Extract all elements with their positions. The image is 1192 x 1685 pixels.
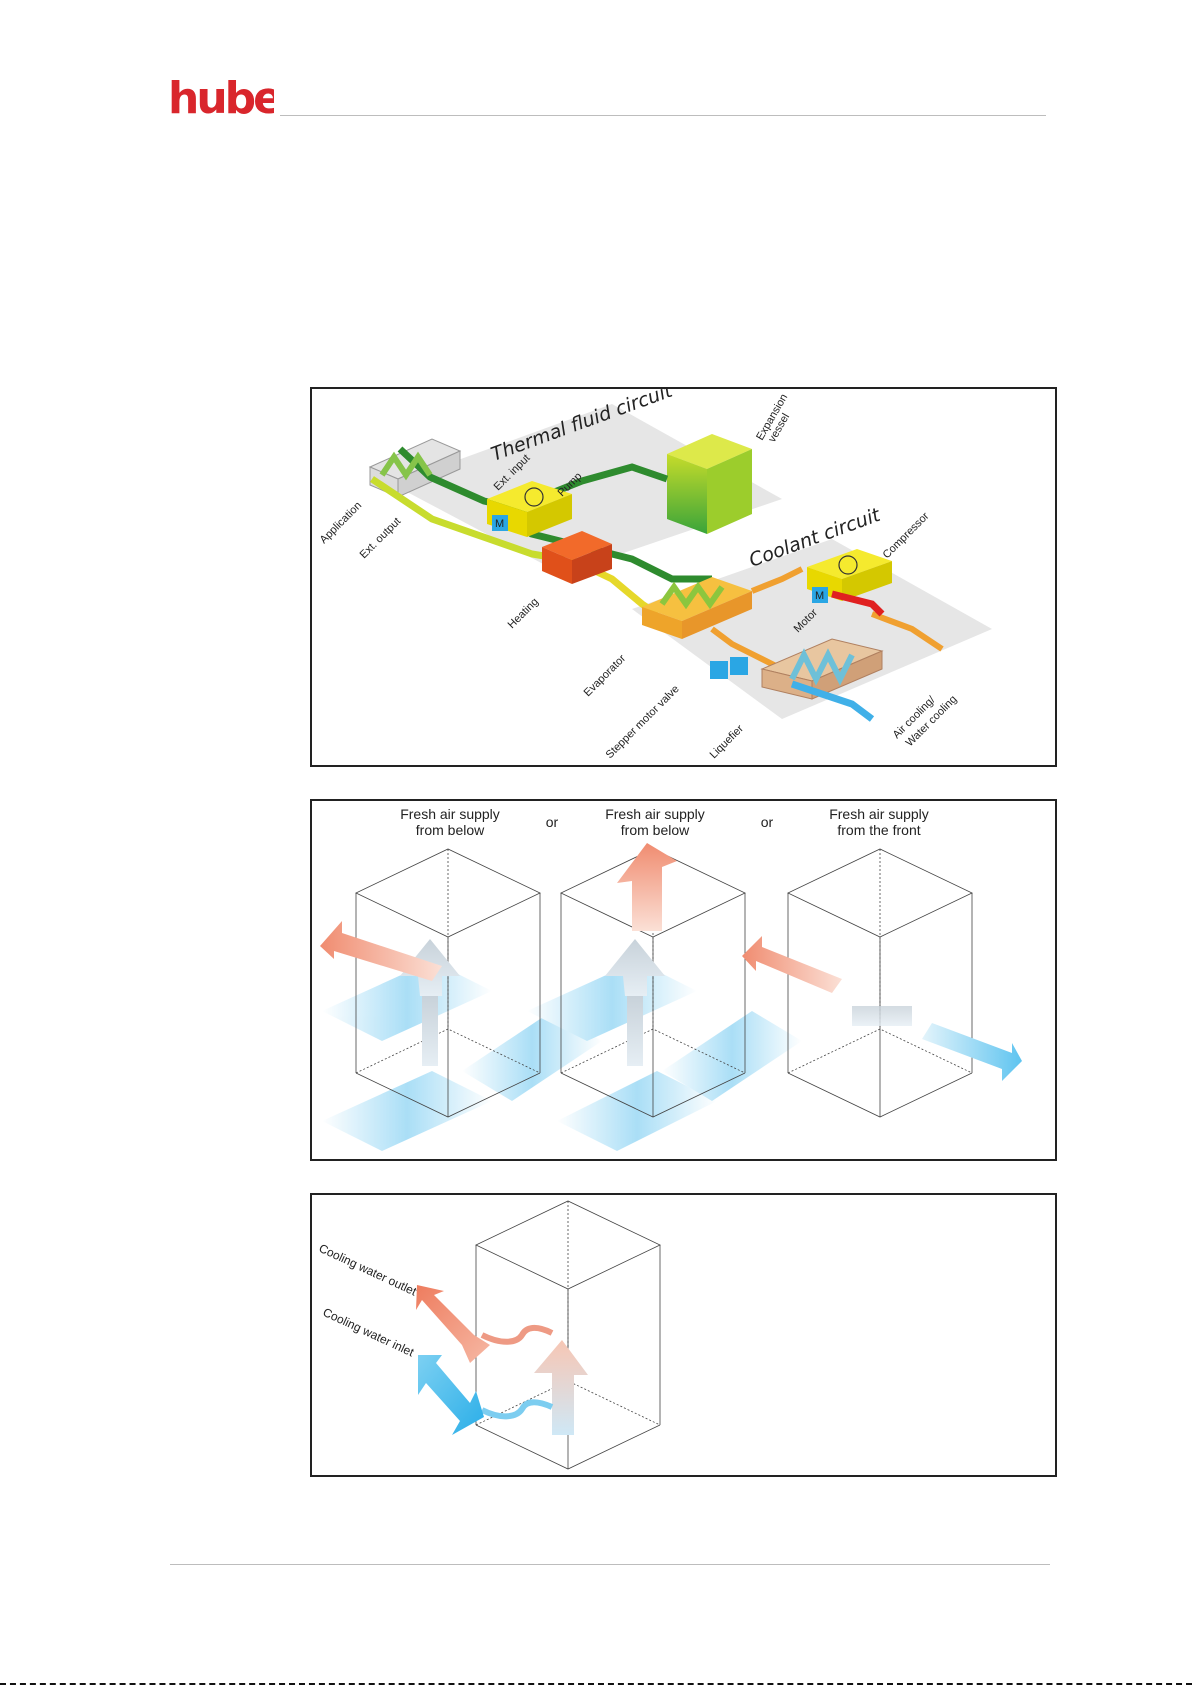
panel3-line2: from the front [837, 822, 920, 838]
header-rule [280, 115, 1046, 116]
separator-1: or [546, 814, 559, 830]
panel2-line1: Fresh air supply [605, 806, 705, 822]
water-cooling-diagram: Cooling water outlet Cooling water inlet [317, 1200, 661, 1470]
circuit-diagram-frame: M M Thermal fluid circuit Coolant circui… [310, 387, 1057, 767]
label-stepper-motor-valve: Stepper motor valve [604, 683, 682, 761]
compressor-motor-badge: M [815, 590, 824, 602]
label-compressor: Compressor [881, 510, 932, 561]
label-application: Application [318, 500, 365, 547]
page-bottom-dash [0, 1683, 1192, 1685]
label-cooling-water-outlet: Cooling water outlet [317, 1241, 420, 1299]
air-supply-frame: Fresh air supply from below or Fresh air… [310, 799, 1057, 1161]
separator-2: or [761, 814, 774, 830]
logo-wordmark: huber [168, 80, 274, 116]
label-ext-output: Ext. output [358, 515, 404, 561]
pump-motor-badge: M [495, 518, 504, 530]
panel1-line2: from below [416, 822, 485, 838]
water-cooling-frame: Cooling water outlet Cooling water inlet [310, 1193, 1057, 1477]
panel2-line2: from below [621, 822, 690, 838]
label-cooling-water-inlet: Cooling water inlet [321, 1305, 417, 1360]
footer-rule [170, 1564, 1050, 1565]
panel1-line1: Fresh air supply [400, 806, 500, 822]
label-evaporator: Evaporator [582, 652, 629, 699]
huber-logo: huber [168, 80, 274, 116]
label-heating: Heating [506, 596, 541, 631]
panel3-line1: Fresh air supply [829, 806, 929, 822]
label-liquefier: Liquefier [708, 723, 747, 762]
air-supply-diagram: Fresh air supply from below or Fresh air… [320, 806, 1022, 1151]
circuit-diagram: M M Thermal fluid circuit Coolant circui… [318, 389, 992, 762]
